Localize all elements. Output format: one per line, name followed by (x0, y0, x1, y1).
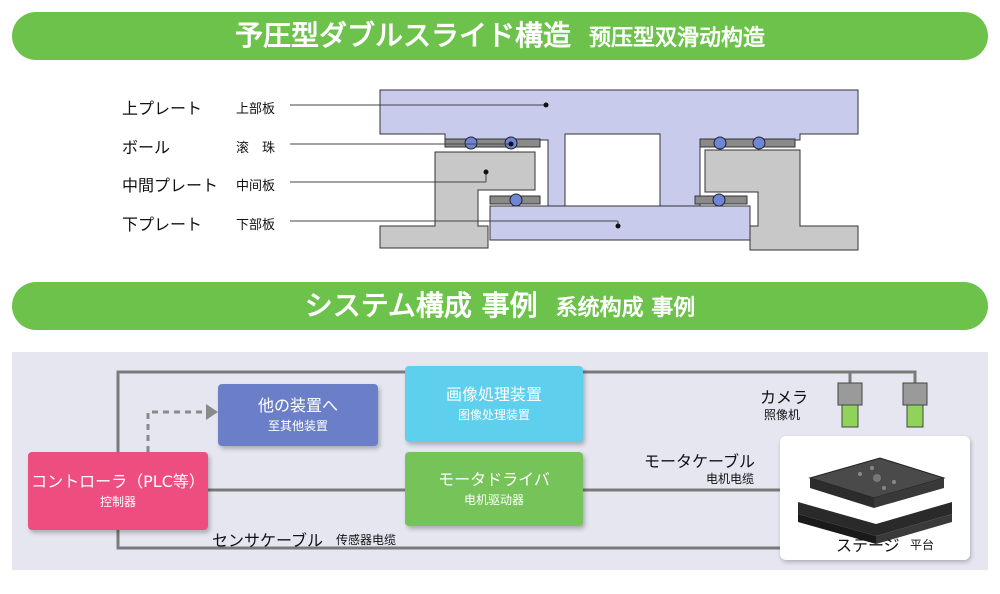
image-processor-box: 画像処理装置 图像处理装置 (405, 366, 583, 442)
camera-label: カメラ (760, 388, 809, 407)
part-label-top-plate-cn: 上部板 (236, 102, 276, 117)
motor-cable-label: モータケーブル (644, 452, 756, 471)
part-label-ball: ボール (122, 138, 171, 157)
other-device-box: 他の装置へ 至其他装置 (218, 384, 378, 446)
part-label-bottom-plate: 下プレート (122, 215, 203, 234)
stage-label: ステージ (836, 536, 900, 555)
controller-label: コントローラ（PLC等） (31, 472, 205, 491)
system-banner: システム構成 事例系统构成 事例 (12, 282, 988, 330)
motor-driver-box: モータドライバ 电机驱动器 (405, 452, 583, 526)
stage-label-cn: 平台 (910, 538, 935, 552)
ball (752, 136, 766, 150)
structure-title-cn: 预压型双滑动构造 (589, 26, 766, 51)
ball-rail (699, 138, 796, 148)
ball (712, 193, 726, 207)
motor-driver-label: モータドライバ (438, 470, 550, 489)
ball-rail (444, 138, 541, 148)
stage-card: ステージ 平台 (780, 436, 970, 560)
camera-label-cn: 照像机 (764, 408, 801, 422)
motor-driver-label-cn: 电机驱动器 (463, 493, 524, 507)
system-title-jp: システム構成 事例 (304, 289, 538, 322)
structure-title-jp: 予圧型ダブルスライド構造 (234, 19, 571, 52)
controller-label-cn: 控制器 (99, 495, 136, 509)
top-plate (379, 89, 859, 217)
camera-icon (837, 382, 863, 428)
part-label-ball-cn: 滚 珠 (236, 141, 276, 156)
structure-banner: 予圧型ダブルスライド構造预压型双滑动构造 (12, 12, 988, 60)
middle-plate-left (379, 151, 536, 249)
controller-box: コントローラ（PLC等） 控制器 (28, 452, 208, 530)
part-label-top-plate: 上プレート (122, 99, 203, 118)
ball (713, 136, 727, 150)
part-label-middle-plate: 中間プレート (122, 176, 219, 195)
sensor-cable-label-cn: 传感器电缆 (336, 533, 397, 547)
motor-cable-label-cn: 电机电缆 (706, 472, 755, 486)
part-label-middle-plate-cn: 中间板 (236, 179, 276, 194)
sensor-cable-label: センサケーブル (212, 531, 324, 550)
camera-icon (902, 382, 928, 428)
other-device-label-cn: 至其他装置 (267, 419, 328, 433)
stage-image (798, 457, 952, 544)
sensor-cable (116, 530, 780, 550)
image-processor-label-cn: 图像处理装置 (457, 408, 530, 422)
ball (464, 136, 478, 150)
middle-plate-right (704, 149, 859, 251)
image-processor-label: 画像処理装置 (445, 385, 542, 404)
other-device-arrow (146, 410, 206, 452)
system-title-cn: 系统构成 事例 (555, 296, 696, 321)
other-device-label: 他の装置へ (257, 396, 338, 415)
ball (509, 193, 523, 207)
part-label-bottom-plate-cn: 下部板 (236, 218, 276, 233)
